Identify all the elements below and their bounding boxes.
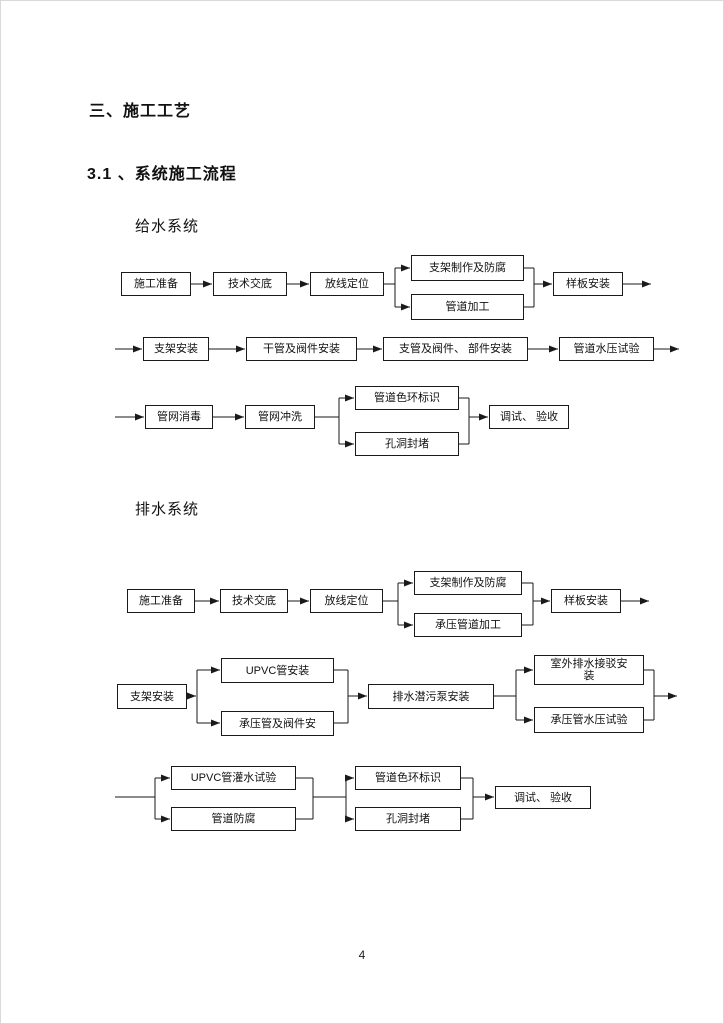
flow-box-water-hole-sealing: 孔洞封堵 [355, 432, 459, 456]
flow-box-drain-pipe-anticorrosion: 管道防腐 [171, 807, 296, 831]
flow-box-water-disinfection: 管网消毒 [145, 405, 213, 429]
flow-box-drain-outdoor-connection: 室外排水接驳安装 [534, 655, 644, 685]
flow-box-drain-sample-install: 样板安装 [551, 589, 621, 613]
flow-box-drain-line-positioning: 放线定位 [310, 589, 383, 613]
section-heading: 三、施工工艺 [89, 103, 192, 120]
flow-box-water-line-positioning: 放线定位 [310, 272, 384, 296]
flow-box-water-construction-prep: 施工准备 [121, 272, 191, 296]
flow-box-water-color-ring-mark: 管道色环标识 [355, 386, 459, 410]
flow-box-drain-upvc-water-test: UPVC管灌水试验 [171, 766, 296, 790]
sub-heading: 3.1 、系统施工流程 [87, 166, 237, 183]
flow-box-water-main-pipe-install: 干管及阀件安装 [246, 337, 357, 361]
flow-box-water-sample-install: 样板安装 [553, 272, 623, 296]
flow-box-water-technical-briefing: 技术交底 [213, 272, 287, 296]
flow-box-water-pipe-processing: 管道加工 [411, 294, 524, 320]
flow-box-drain-pump-install: 排水潜污泵安装 [368, 684, 494, 709]
flow-box-drain-debug-acceptance: 调试、 验收 [495, 786, 591, 809]
flow-box-water-debug-acceptance: 调试、 验收 [489, 405, 569, 429]
flow-box-drain-color-ring-mark: 管道色环标识 [355, 766, 461, 790]
water-system-title: 给水系统 [135, 218, 200, 235]
page-number: 4 [358, 948, 366, 962]
flow-box-drain-pressure-test: 承压管水压试验 [534, 707, 644, 733]
flow-box-drain-pressure-valve-install: 承压管及阀件安 [221, 711, 334, 736]
flow-box-drain-bracket-making: 支架制作及防腐 [414, 571, 522, 595]
flow-box-drain-pressure-pipe-processing: 承压管道加工 [414, 613, 522, 637]
flow-box-drain-upvc-install: UPVC管安装 [221, 658, 334, 683]
flow-box-drain-bracket-install: 支架安装 [117, 684, 187, 709]
flow-box-drain-hole-sealing: 孔洞封堵 [355, 807, 461, 831]
flow-box-water-flushing: 管网冲洗 [245, 405, 315, 429]
flow-box-drain-technical-briefing: 技术交底 [220, 589, 288, 613]
flow-box-drain-construction-prep: 施工准备 [127, 589, 195, 613]
flow-box-water-pressure-test: 管道水压试验 [559, 337, 654, 361]
drain-system-title: 排水系统 [135, 501, 200, 518]
flow-box-water-bracket-making: 支架制作及防腐 [411, 255, 524, 281]
flow-box-water-bracket-install: 支架安装 [143, 337, 209, 361]
flow-box-water-branch-pipe-install: 支管及阀件、 部件安装 [383, 337, 528, 361]
